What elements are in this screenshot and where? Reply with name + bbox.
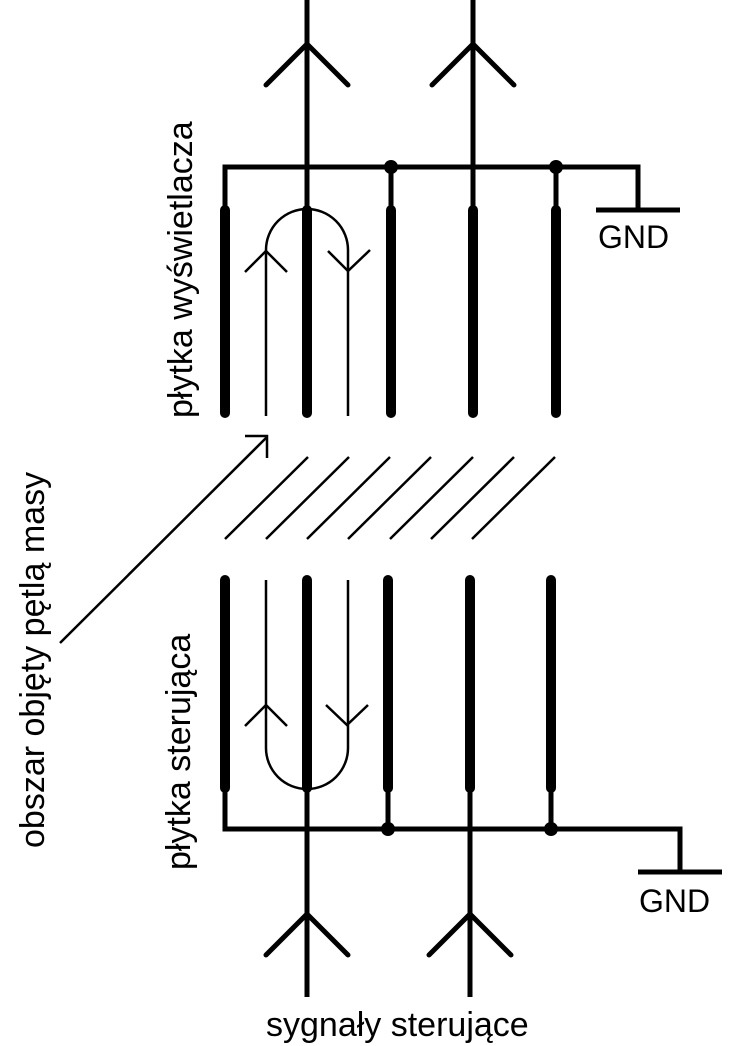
loop-area-hatch xyxy=(224,456,556,540)
hatch-line xyxy=(306,456,391,540)
hatch-line xyxy=(430,456,515,540)
current-arrow-up-icon xyxy=(244,703,288,727)
current-arrow-down-icon xyxy=(325,704,369,727)
pointer-arrowhead-icon xyxy=(245,434,269,458)
loop-area-label: obszar objęty pętlą masy xyxy=(14,472,52,848)
control-signals-label: sygnały sterujące xyxy=(266,1006,529,1044)
top-gnd-label: GND xyxy=(598,219,669,255)
signal-arrow-up-icon xyxy=(263,911,351,958)
top-ground-bus xyxy=(222,164,641,210)
hatch-line xyxy=(389,456,474,540)
pointer-line xyxy=(59,436,268,644)
signal-arrow-up-icon xyxy=(429,41,517,88)
junction-dot xyxy=(544,822,558,836)
signal-arrow-up-icon xyxy=(426,911,514,958)
loop-current-path-top xyxy=(264,207,350,416)
current-arrow-down-icon xyxy=(327,249,371,273)
signal-arrow-up-icon xyxy=(263,41,351,88)
bottom-board: GND płytka sterująca xyxy=(160,575,722,997)
current-arrow-up-icon xyxy=(244,249,288,273)
bottom-ground-bus xyxy=(222,788,683,872)
loop-current-path-bottom xyxy=(264,580,350,791)
top-board: GND płytka wyświetlacza xyxy=(162,0,680,418)
hatch-line xyxy=(471,456,556,540)
bottom-gnd-label: GND xyxy=(639,883,710,919)
bottom-board-label: płytka sterująca xyxy=(160,634,198,870)
junction-dot xyxy=(381,822,395,836)
top-board-label: płytka wyświetlacza xyxy=(162,121,200,418)
loop-area-pointer xyxy=(59,434,269,644)
hatch-line xyxy=(265,456,350,540)
hatch-line xyxy=(224,456,309,540)
hatch-line xyxy=(347,456,432,540)
